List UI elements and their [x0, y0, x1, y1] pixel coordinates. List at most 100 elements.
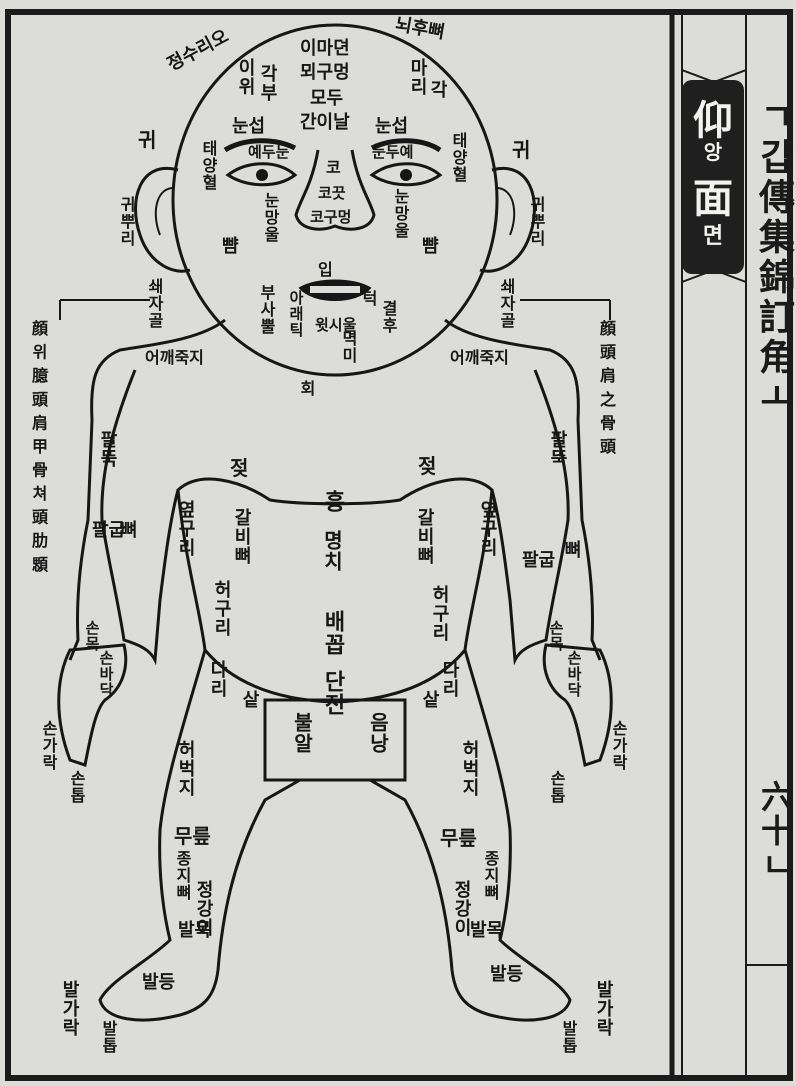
label-chest-center-3: 배꼽 [322, 610, 344, 656]
label-kneecap-left: 종지뼈 [174, 850, 190, 901]
label-fingernail-right: 손톱 [548, 770, 564, 804]
label-thigh-right-2: 허벅지 [460, 740, 478, 797]
title-badge: 仰 앙 面 면 [682, 80, 744, 274]
fish-tail-top [682, 14, 746, 82]
label-temple-left-2: 각부 [258, 64, 276, 102]
label-eye-inner-left: 예두눈 [248, 145, 289, 160]
label-fingernail-left: 손톱 [68, 770, 84, 804]
label-wrist-right: 손목 [548, 620, 563, 652]
label-nose: 코 [326, 160, 341, 176]
label-forehead-3: 모두 [310, 90, 343, 108]
label-ankle-left: 발목 [178, 922, 211, 940]
label-collar-left: 쇄자골 [146, 278, 162, 329]
label-knee-left: 무릎 [174, 826, 211, 846]
label-collar-right: 쇄자골 [498, 278, 514, 329]
label-temple-left: 이위 [236, 58, 254, 96]
label-lip: 아래틱 [288, 290, 303, 338]
label-foot-right: 발등 [490, 966, 523, 984]
label-cheek-left: 태양혈 [200, 140, 216, 191]
label-eye-under-right: 눈망울 [392, 188, 408, 239]
label-shoulder-right: 어깨죽지 [450, 350, 509, 366]
label-shin-right: 정강이 [452, 880, 470, 937]
label-ear-left: 귀 [138, 130, 156, 150]
label-foot-left: 발등 [142, 974, 175, 992]
label-thigh-left-2: 허벅지 [176, 740, 194, 797]
label-palm-left: 손바닥 [98, 650, 113, 698]
right-bracket [520, 300, 610, 320]
label-side-note-right: 顔 頭 肩 之 骨 頭 [598, 320, 614, 560]
left-arm [102, 370, 178, 660]
right-ear-inner [498, 188, 514, 235]
label-neck-right: 턱 [360, 290, 376, 307]
label-chest-center-2: 명치 [322, 530, 342, 572]
label-palm-right: 손바닥 [566, 650, 581, 698]
label-upper-arm-right: 팔뚝 [548, 430, 566, 468]
label-crotch-right: 샅 [420, 690, 438, 709]
label-forehead-2: 뫼구멍 [300, 64, 350, 82]
teeth [310, 286, 360, 293]
label-temple-right: 마리 [408, 58, 426, 96]
label-toe-left: 발가락 [60, 980, 78, 1037]
label-nipple-left: 젖 [230, 458, 248, 478]
label-brow-left: 눈섭 [232, 118, 265, 136]
label-throat-2: 결후 [380, 300, 396, 334]
label-chest-mid: 회 [298, 380, 314, 397]
right-pupil [400, 169, 412, 181]
label-thigh-left: 다리 [208, 660, 226, 698]
label-mouth: 입 [318, 262, 333, 278]
title-char-3: 面 [682, 166, 744, 224]
label-forearm-right: 뼈 [562, 540, 580, 559]
label-genital: 음낭 [368, 712, 388, 754]
label-jaw-right: 뺨 [422, 238, 439, 256]
label-shoulder-left: 어깨죽지 [145, 350, 204, 366]
margin-number: 六十ㄴ [752, 780, 796, 882]
left-ear-inner [156, 188, 172, 235]
label-chest-center: 흉 [322, 490, 344, 513]
label-waist-right: 옆구리 [478, 500, 496, 557]
label-toe-right: 발가락 [594, 980, 612, 1037]
label-eye-inner-right: 눈두예 [372, 145, 413, 160]
label-wrist-left: 손목 [84, 620, 99, 652]
label-nipple-right: 젖 [418, 456, 436, 476]
right-arm [492, 370, 568, 660]
label-forearm-left: 뼈 [118, 520, 136, 539]
label-temple-right-2: 각 [428, 80, 446, 99]
label-cheek-right: 태양혈 [450, 132, 466, 183]
label-finger-right: 손가락 [610, 720, 626, 771]
margin-text: ㄱ갑傳集錦訂角ㅗ [748, 98, 796, 418]
title-char-4: 면 [682, 218, 744, 250]
label-brow-right: 눈섭 [375, 118, 408, 136]
label-groin: 불알 [292, 712, 312, 754]
label-rib-left: 갈비뼈 [232, 508, 250, 565]
label-crotch-left: 샅 [240, 690, 258, 709]
label-ankle-right: 발목 [470, 922, 503, 940]
label-toenail-left: 발톱 [100, 1020, 116, 1054]
label-nose-2: 코끗 [318, 186, 346, 201]
label-upper-arm-left: 팔뚝 [98, 430, 116, 468]
label-eye-under-left: 눈망울 [262, 192, 278, 243]
label-elbow-right: 팔굽 [522, 552, 555, 570]
label-side-note-left: 顔 위 臆 頭 肩 甲 骨 쳐 頭 肋 顋 [30, 320, 46, 620]
label-nostril: 코구멍 [310, 210, 351, 225]
label-ear-root-left: 귀뿌리 [118, 196, 134, 247]
label-belly: 단전 [322, 670, 344, 716]
left-pupil [256, 169, 268, 181]
label-throat: 멱미 [340, 330, 356, 364]
label-kneecap-right: 종지뼈 [482, 850, 498, 901]
label-thigh-right: 다리 [440, 660, 458, 698]
label-knee-right: 무릎 [440, 828, 477, 848]
label-forehead: 이마뎐 [300, 40, 350, 58]
label-ear-root-right: 귀뿌리 [528, 196, 544, 247]
label-side-right: 허구리 [430, 585, 448, 642]
label-jaw-left: 뺨 [222, 238, 239, 256]
label-forehead-4: 간이날 [300, 114, 350, 132]
left-hand [59, 645, 126, 765]
label-waist-left: 옆구리 [176, 500, 194, 557]
title-char-2: 앙 [682, 136, 744, 165]
label-neck-left: 부사뿔 [258, 284, 274, 335]
label-finger-left: 손가락 [40, 720, 56, 771]
label-rib-right: 갈비뼈 [415, 508, 433, 565]
label-toenail-right: 발톱 [560, 1020, 576, 1054]
